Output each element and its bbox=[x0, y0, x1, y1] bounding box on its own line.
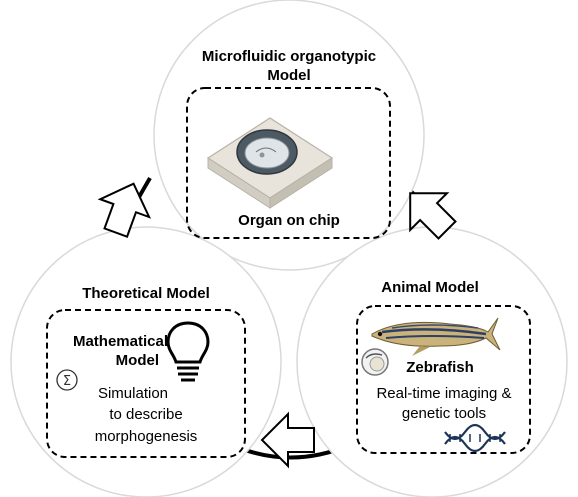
left-box-text-line2: to describe bbox=[109, 406, 183, 423]
left-node-title: Theoretical Model bbox=[82, 285, 210, 302]
left-dashed-box bbox=[46, 309, 246, 458]
top-node-title-line1: Microfluidic organotypic bbox=[201, 48, 377, 65]
left-box-title-line2: Model bbox=[115, 352, 159, 369]
organ-on-chip-label: Organ on chip bbox=[238, 212, 340, 229]
arrow-left-to-top bbox=[97, 182, 152, 238]
zebrafish-label: Zebrafish bbox=[406, 359, 474, 376]
right-node-title: Animal Model bbox=[381, 279, 479, 296]
right-box-text-line2: genetic tools bbox=[401, 405, 487, 422]
organ-chip-image bbox=[206, 117, 334, 209]
lightbulb-icon bbox=[166, 321, 210, 382]
svg-text:Σ: Σ bbox=[63, 374, 71, 389]
zebrafish-image bbox=[371, 317, 501, 356]
dna-icon bbox=[444, 423, 506, 453]
arrow-right-to-left bbox=[260, 411, 315, 469]
top-node-title-line2: Model bbox=[267, 67, 311, 84]
left-node-circle bbox=[10, 226, 282, 497]
left-box-text-line3: morphogenesis bbox=[94, 428, 198, 445]
arrow-top-to-right bbox=[409, 192, 457, 240]
right-box-text-line1: Real-time imaging & bbox=[376, 385, 512, 402]
left-box-text-line1: Simulation bbox=[97, 385, 169, 402]
embryo-icon bbox=[361, 348, 389, 376]
left-box-title-line1: Mathematical bbox=[72, 333, 168, 350]
top-dashed-box bbox=[186, 87, 391, 239]
sigma-icon: Σ bbox=[56, 369, 78, 391]
right-dashed-box bbox=[356, 305, 531, 454]
